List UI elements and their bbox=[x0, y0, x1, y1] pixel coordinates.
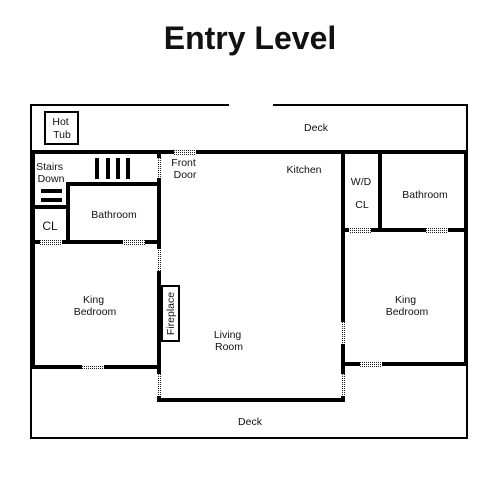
king-bedroom-left-label: King Bedroom bbox=[74, 294, 117, 318]
bathroom-right-label: Bathroom bbox=[402, 189, 448, 201]
door-openings bbox=[40, 150, 448, 396]
king-bedroom-right-label: King Bedroom bbox=[386, 294, 429, 318]
deck-top-label: Deck bbox=[304, 122, 329, 134]
page-title: Entry Level bbox=[164, 20, 337, 56]
kitchen-label: Kitchen bbox=[286, 164, 321, 176]
hot-tub-label: Hot Tub bbox=[52, 116, 71, 141]
living-room-label: Living Room bbox=[214, 329, 244, 353]
outer-boundary bbox=[30, 104, 468, 439]
stairs-icon bbox=[41, 158, 130, 202]
interior-walls bbox=[31, 150, 468, 402]
wd-label: W/D bbox=[351, 176, 372, 188]
closet-right-label: CL bbox=[355, 199, 369, 211]
bathroom-left-label: Bathroom bbox=[91, 209, 137, 221]
deck-bottom-label: Deck bbox=[238, 416, 263, 428]
stairs-down-label: Stairs Down bbox=[36, 161, 66, 185]
front-door-label: Front Door bbox=[171, 157, 198, 181]
fireplace bbox=[161, 285, 180, 342]
hot-tub bbox=[44, 111, 79, 145]
fireplace-label: Fireplace bbox=[165, 292, 177, 335]
closet-left-label: CL bbox=[42, 219, 58, 233]
